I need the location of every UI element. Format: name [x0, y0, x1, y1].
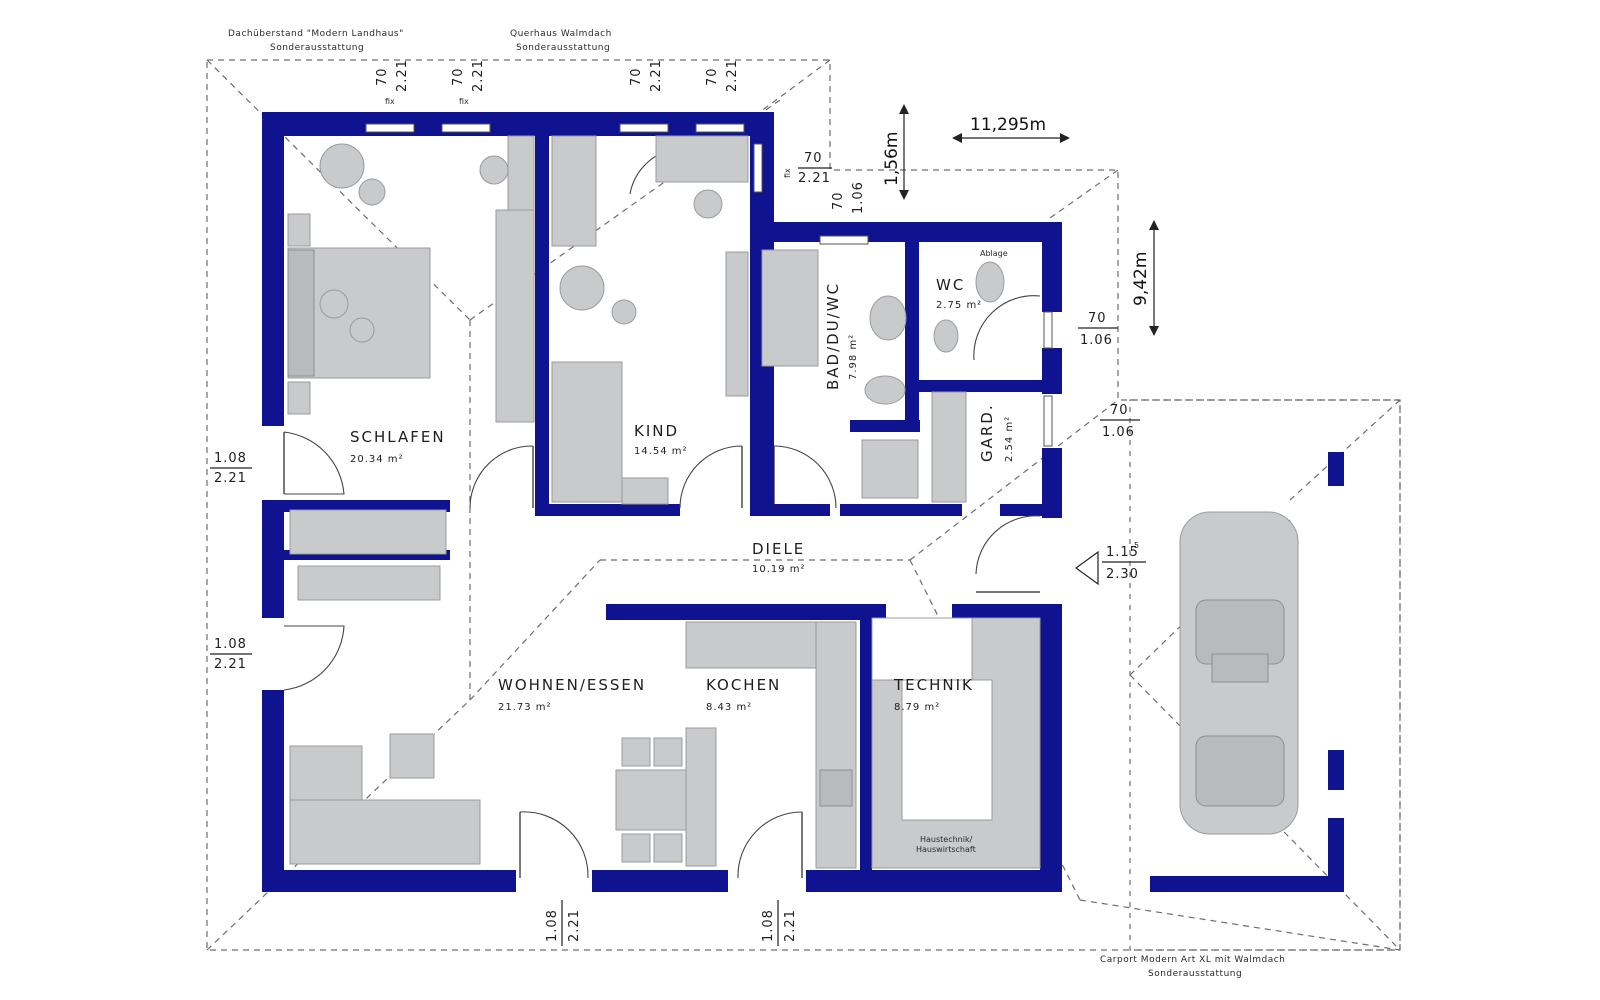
room-name-wc: WC [936, 276, 965, 294]
gard-win-b: 1.06 [1102, 425, 1135, 440]
top-w1-a: 70 [375, 67, 390, 86]
overhang-note-1: Dachüberstand "Modern Landhaus" [228, 29, 404, 39]
overall-offset: 1,56m [882, 132, 902, 186]
carport-note-1: Carport Modern Art XL mit Walmdach [1100, 955, 1285, 965]
right-fix-b: 2.21 [798, 171, 831, 186]
room-area-bad: 7.98 m² [848, 334, 859, 380]
top-w3-a: 70 [629, 67, 644, 86]
carport-note-2: Sonderausstattung [1148, 969, 1242, 979]
windows [365, 123, 1053, 447]
left-door2-b: 2.21 [214, 657, 247, 672]
room-area-wc: 2.75 m² [936, 300, 982, 311]
bottom-door1-a: 1.08 [545, 909, 560, 942]
overall-width: 11,295m [970, 115, 1046, 135]
wc-win-a: 70 [1088, 311, 1107, 326]
room-name-wohnen: WOHNEN/ESSEN [498, 676, 646, 694]
bottom-door1-b: 2.21 [567, 909, 582, 942]
left-door1-a: 1.08 [214, 451, 247, 466]
room-area-gard: 2.54 m² [1004, 416, 1015, 462]
room-name-technik: TECHNIK [893, 676, 974, 694]
top-w3-b: 2.21 [649, 59, 664, 92]
top-w1-fix: fix [385, 97, 395, 106]
right-fix: fix [783, 168, 792, 178]
overall-dimensions: 11,295m 1,56m 9,42m [882, 104, 1159, 336]
top-w2-a: 70 [451, 67, 466, 86]
technik-note-1: Haustechnik/ [920, 835, 973, 844]
room-name-kochen: KOCHEN [706, 676, 781, 694]
top-w4-b: 2.21 [725, 59, 740, 92]
room-labels: SCHLAFEN 20.34 m² KIND 14.54 m² BAD/DU/W… [350, 249, 1015, 854]
room-name-diele: DIELE [752, 540, 805, 558]
top-w2-b: 2.21 [471, 59, 486, 92]
gard-win-a: 70 [1110, 403, 1129, 418]
entry-a: 1.15 [1106, 545, 1139, 560]
left-door2-a: 1.08 [214, 637, 247, 652]
walls [262, 112, 1344, 892]
bad-win-b: 1.06 [851, 181, 866, 214]
overhang-note-2: Sonderausstattung [270, 43, 364, 53]
overall-depth: 9,42m [1131, 252, 1151, 306]
top-w4-a: 70 [705, 67, 720, 86]
wc-win-b: 1.06 [1080, 333, 1113, 348]
top-w2-fix: fix [459, 97, 469, 106]
entry-b: 2.30 [1106, 567, 1139, 582]
querhaus-note-2: Sonderausstattung [516, 43, 610, 53]
room-area-diele: 10.19 m² [752, 564, 806, 575]
furniture [287, 135, 1299, 869]
room-area-technik: 8.79 m² [894, 702, 940, 713]
technik-note-2: Hauswirtschaft [916, 845, 976, 854]
bottom-door2-a: 1.08 [761, 909, 776, 942]
room-name-kind: KIND [634, 422, 679, 440]
room-area-wohnen: 21.73 m² [498, 702, 552, 713]
left-door1-b: 2.21 [214, 471, 247, 486]
notes: Dachüberstand "Modern Landhaus" Sonderau… [228, 29, 1285, 979]
bottom-door2-b: 2.21 [783, 909, 798, 942]
room-area-kochen: 8.43 m² [706, 702, 752, 713]
bad-win-a: 70 [831, 191, 846, 210]
room-area-kind: 14.54 m² [634, 446, 688, 457]
right-fix-a: 70 [804, 151, 823, 166]
top-w1-b: 2.21 [395, 59, 410, 92]
room-name-gard: GARD. [978, 403, 996, 462]
ablage-label: Ablage [980, 249, 1008, 258]
room-name-schlafen: SCHLAFEN [350, 428, 446, 446]
querhaus-note-1: Querhaus Walmdach [510, 29, 612, 39]
opening-dimensions: 70 2.21 fix 70 2.21 fix 70 2.21 70 2.21 … [210, 59, 1146, 946]
room-area-schlafen: 20.34 m² [350, 454, 404, 465]
entry-sup: 5 [1134, 541, 1139, 550]
room-name-bad: BAD/DU/WC [824, 282, 842, 390]
